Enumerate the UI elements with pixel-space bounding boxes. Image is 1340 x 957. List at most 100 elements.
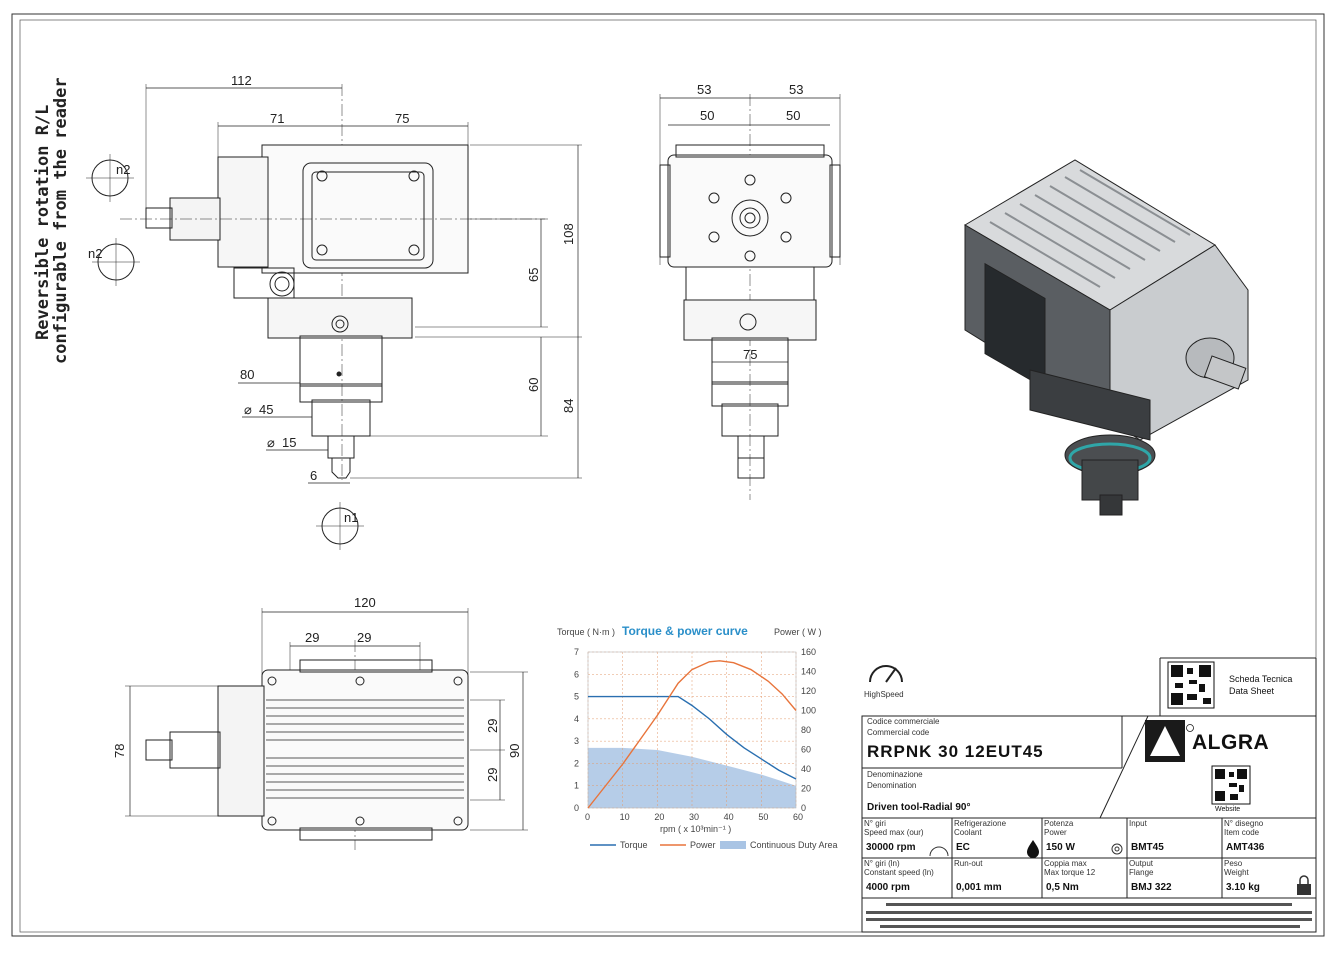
row1-label2-0: Speed max (our): [864, 828, 924, 837]
row2-label1-3: Output: [1129, 859, 1154, 868]
power-gear-icon: [1111, 843, 1123, 855]
row1-label2-2: Power: [1044, 828, 1067, 837]
bottom-dim-29-lower: 29: [485, 768, 500, 782]
row2-label1-1: Run-out: [954, 859, 983, 868]
bottom-dim-29-upper: 29: [485, 719, 500, 733]
code-label-it: Codice commerciale: [867, 717, 940, 726]
row1-label2-4: Item code: [1224, 828, 1260, 837]
dim-108: 108: [561, 223, 576, 245]
barcode-strip: [866, 903, 1312, 928]
row2-label1-4: Peso: [1224, 859, 1243, 868]
chart-yl-tick-2: 2: [574, 758, 579, 768]
description: Driven tool-Radial 90°: [867, 802, 971, 813]
weight-lock-icon: [1297, 875, 1311, 895]
front-dim-53-right: 53: [789, 82, 803, 97]
dim-dia45-symbol: ⌀: [244, 402, 252, 417]
n2-label-top: n2: [116, 162, 130, 177]
chart-yr-tick-6: 120: [801, 686, 816, 696]
dim-65: 65: [526, 268, 541, 282]
bottom-dim-29-left: 29: [305, 630, 319, 645]
chart-yl-tick-3: 3: [574, 736, 579, 746]
denom-label-it: Denominazione: [867, 770, 923, 779]
row1-value-0: 30000 rpm: [866, 842, 916, 853]
bottom-dim-29-right: 29: [357, 630, 371, 645]
chart-yl-tick-4: 4: [574, 714, 579, 724]
dim-80: 80: [240, 367, 254, 382]
brand-name: ALGRA: [1192, 731, 1270, 754]
code-label-en: Commercial code: [867, 728, 930, 737]
chart-line-torque: [588, 695, 797, 780]
row2-label1-0: N° giri (ln): [864, 859, 900, 868]
row1-label1-2: Potenza: [1044, 819, 1074, 828]
chart-x-tick-0: 0: [585, 812, 590, 822]
website-label: Website: [1215, 806, 1241, 813]
chart-ylabel-right: Power ( W ): [774, 627, 822, 637]
dim-6: 6: [310, 468, 317, 483]
chart-yr-tick-0: 0: [801, 803, 806, 813]
row2-label2-2: Max torque 12: [1044, 868, 1096, 877]
algra-logo-icon: [1145, 720, 1194, 762]
chart-yr-tick-1: 20: [801, 784, 811, 794]
commercial-code: RRPNK 30 12EUT45: [867, 742, 1044, 761]
row1-value-1: EC: [956, 842, 970, 853]
scheda-label-it: Scheda Tecnica: [1229, 674, 1293, 684]
chart-x-tick-2: 20: [654, 812, 664, 822]
chart-yr-tick-8: 160: [801, 647, 816, 657]
row2-value-1: 0,001 mm: [956, 882, 1002, 893]
front-view: [659, 94, 841, 500]
dim-112: 112: [231, 73, 252, 88]
chart-yr-tick-2: 40: [801, 764, 811, 774]
bottom-dim-78: 78: [112, 744, 127, 758]
n2-label-bottom: n2: [88, 246, 102, 261]
row1-value-4: AMT436: [1226, 842, 1265, 853]
front-dim-53-left: 53: [697, 82, 711, 97]
dim-dia45: 45: [259, 402, 273, 417]
front-dim-50-right: 50: [786, 108, 800, 123]
chart-x-tick-6: 60: [793, 812, 803, 822]
bottom-view: [125, 608, 528, 850]
chart-legend-label-0: Torque: [620, 840, 648, 850]
row1-label1-4: N° disegno: [1224, 819, 1264, 828]
chart-legend-swatch-2: [720, 841, 746, 849]
chart-yl-tick-5: 5: [574, 692, 579, 702]
chart-x-tick-1: 10: [620, 812, 630, 822]
row1-value-3: BMT45: [1131, 842, 1164, 853]
dim-60: 60: [526, 378, 541, 392]
front-dim-75: 75: [743, 347, 757, 362]
chart-xlabel: rpm ( x 10³min⁻¹ ): [660, 824, 731, 834]
scheda-label-en: Data Sheet: [1229, 686, 1275, 696]
row2-value-2: 0,5 Nm: [1046, 882, 1079, 893]
chart-x-tick-5: 50: [758, 812, 768, 822]
dim-dia15-symbol: ⌀: [267, 435, 275, 450]
chart-yr-tick-4: 80: [801, 725, 811, 735]
chart-x-tick-4: 40: [724, 812, 734, 822]
title-block-frame: [861, 657, 1317, 933]
row2-label2-0: Constant speed (ln): [864, 868, 934, 877]
chart-yr-tick-3: 60: [801, 745, 811, 755]
chart-legend-label-1: Power: [690, 840, 716, 850]
side-view: [86, 84, 582, 550]
row2-label2-4: Weight: [1224, 868, 1249, 877]
chart-legend-label-2: Continuous Duty Area: [750, 840, 838, 850]
inner-frame: [19, 19, 1317, 933]
n1-label: n1: [344, 510, 358, 525]
qr-code-datasheet-icon: [1167, 661, 1215, 709]
chart-yl-tick-0: 0: [574, 803, 579, 813]
chart-yr-tick-5: 100: [801, 706, 816, 716]
dim-84: 84: [561, 399, 576, 413]
row2-label2-3: Flange: [1129, 868, 1154, 877]
rotation-note-line1: Reversible rotation R/L: [33, 105, 53, 340]
row1-label1-0: N° giri: [864, 819, 886, 828]
rotation-note-line2: configurable from the reader: [51, 77, 71, 364]
front-dim-50-left: 50: [700, 108, 714, 123]
speed-mini-icon: [929, 846, 949, 857]
row2-value-3: BMJ 322: [1131, 882, 1172, 893]
outer-frame: [11, 13, 1325, 937]
row2-value-4: 3.10 kg: [1226, 882, 1260, 893]
dim-dia15: 15: [282, 435, 296, 450]
chart-plot-area: [587, 651, 797, 809]
chart-x-tick-3: 30: [689, 812, 699, 822]
dim-71: 71: [270, 111, 284, 126]
chart-title: Torque & power curve: [622, 624, 748, 638]
